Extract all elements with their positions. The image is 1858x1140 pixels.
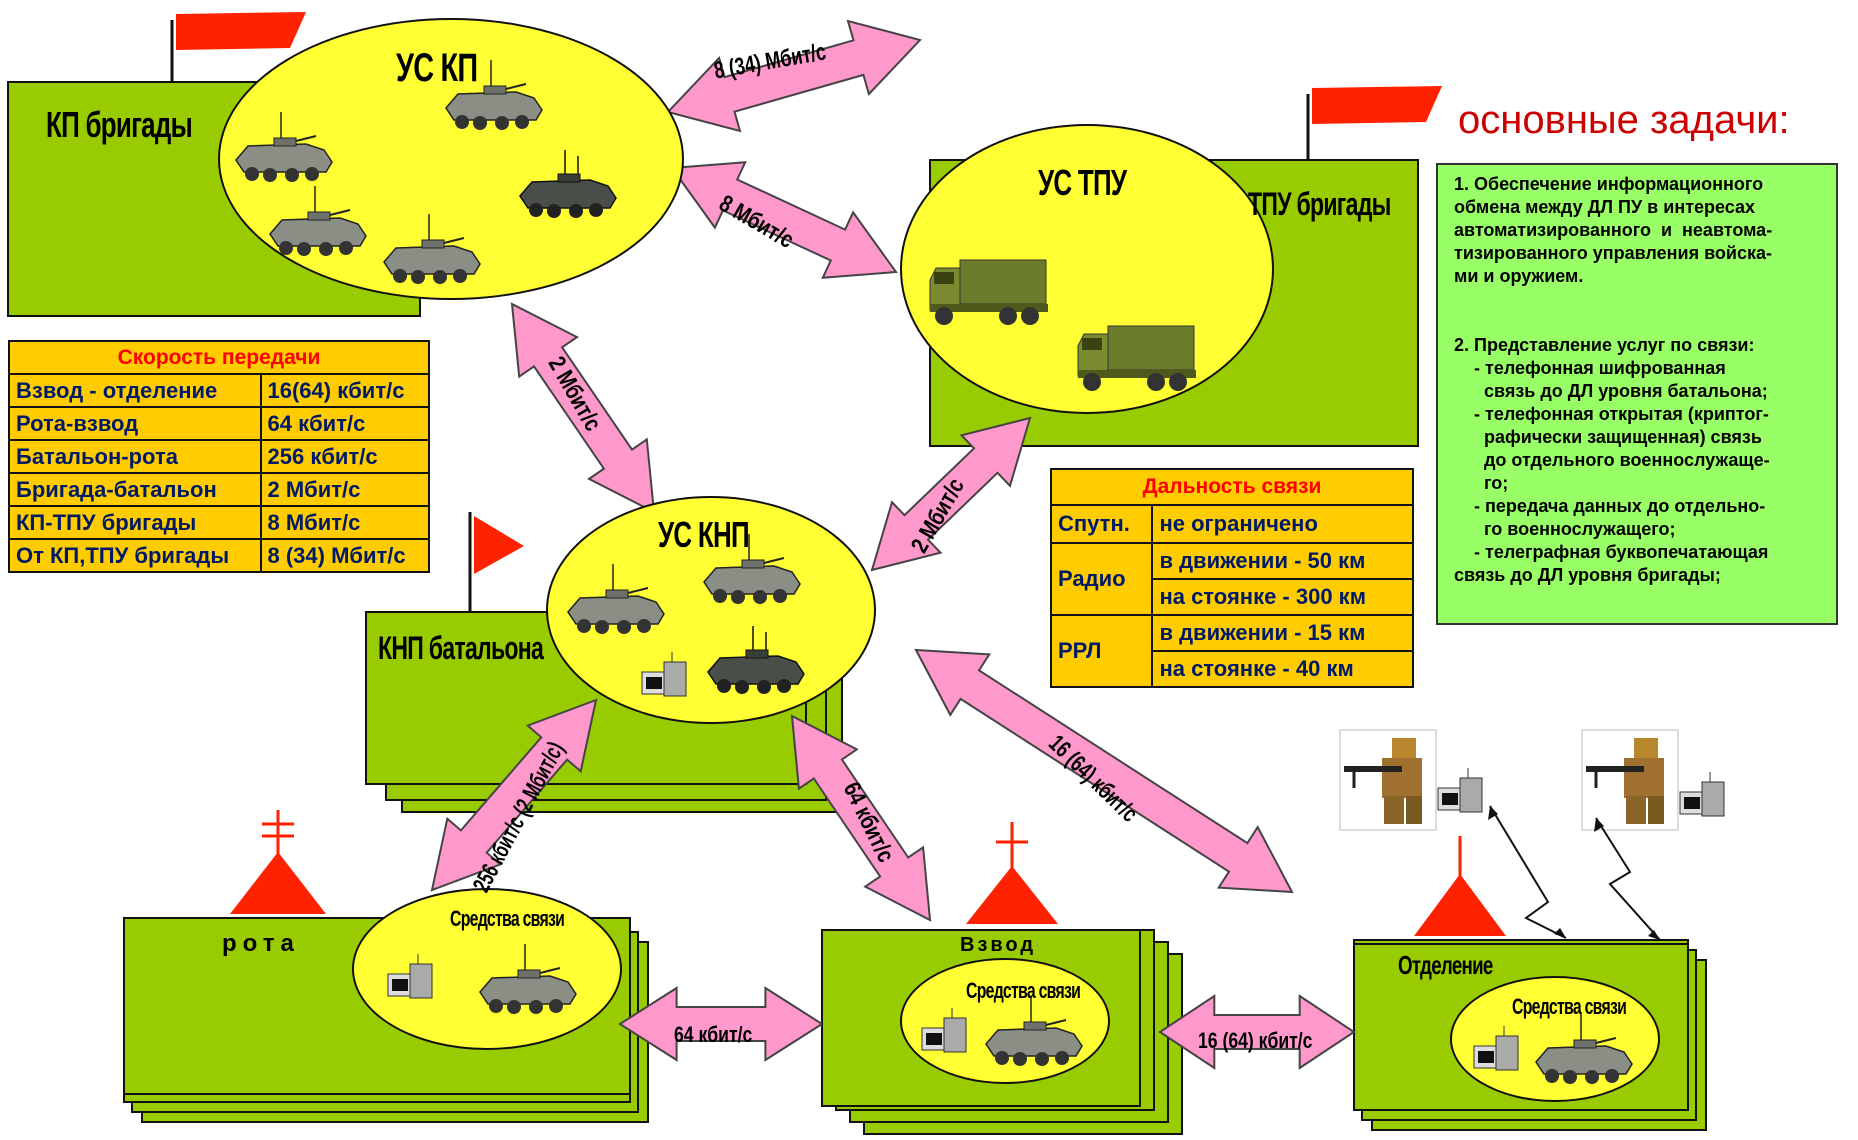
tasks-line: тизированного управления войска- <box>1454 243 1772 263</box>
tasks-box: 1. Обеспечение информационного обмена ме… <box>1436 163 1838 625</box>
tasks-line <box>1454 311 1826 334</box>
speed-table-title: Скорость передачи <box>8 340 430 375</box>
node-us-tpu-label: УС ТПУ <box>1038 162 1127 203</box>
node-rota-comms: Средства связи <box>352 888 622 1050</box>
node-vzvod-comms: Средства связи <box>900 958 1110 1084</box>
frame-kp-label: КП бригады <box>46 104 193 145</box>
link-rota-vzvod-label: 64 кбит/с <box>674 1022 753 1047</box>
link-knp-otd-arrow <box>914 648 1294 894</box>
node-otd-comms-label: Средства связи <box>1512 994 1627 1019</box>
table-row: на стоянке - 300 км <box>1051 578 1414 616</box>
range-table-title: Дальность связи <box>1050 468 1414 506</box>
link-knp-vzvod-arrow <box>790 714 932 922</box>
tasks-line: - передача данных до отдельно- <box>1454 496 1766 516</box>
frame-otd-label: Отделение <box>1398 950 1493 980</box>
tasks-line: рафически защищенная) связь <box>1454 427 1762 447</box>
tasks-line: 2. Представление услуг по связи: <box>1454 335 1755 355</box>
node-us-kp-label: УС КП <box>396 46 478 90</box>
link-rota-vzvod-arrow <box>618 986 824 1062</box>
node-us-kp: УС КП <box>218 18 684 300</box>
tasks-line: до отдельного военнослужаще- <box>1454 450 1770 470</box>
link-kp-tpu-arrow <box>670 161 898 279</box>
frame-rota-label: рота <box>222 930 300 957</box>
frame-tpu-label: ТПУ бригады <box>1248 186 1391 222</box>
range-table: Дальность связи Спутн.не ограничено Ради… <box>1049 468 1414 688</box>
tasks-line <box>1454 288 1826 311</box>
frame-vzvod-label: Взвод <box>960 934 1037 956</box>
tasks-line: ми и оружием. <box>1454 266 1584 286</box>
tasks-line: - телефонная шифрованная <box>1454 358 1726 378</box>
tasks-line: - телеграфная буквопечатающая <box>1454 542 1769 562</box>
node-us-tpu: УС ТПУ <box>900 124 1274 414</box>
frame-knp-label: КНП батальона <box>378 630 544 666</box>
tasks-line: связь до ДЛ уровня бригады; <box>1454 565 1721 585</box>
tasks-title: основные задачи: <box>1458 98 1790 142</box>
link-kp-out-arrow <box>666 19 922 133</box>
tasks-line: связь до ДЛ уровня батальона; <box>1454 381 1768 401</box>
table-row: на стоянке - 40 км <box>1051 650 1414 688</box>
link-knp-rota-arrow <box>430 698 598 892</box>
link-vzvod-otd-label: 16 (64) кбит/с <box>1198 1028 1313 1053</box>
link-vzvod-otd-arrow <box>1158 994 1356 1070</box>
node-otd-comms: Средства связи <box>1450 976 1660 1102</box>
tasks-line: 1. Обеспечение информационного <box>1454 174 1764 194</box>
node-us-knp: УС КНП <box>546 496 876 724</box>
tasks-line: - телефонная открытая (криптог- <box>1454 404 1769 424</box>
table-row: Спутн.не ограничено <box>1049 504 1414 544</box>
node-rota-comms-label: Средства связи <box>450 906 565 931</box>
link-tpu-knp-arrow <box>870 416 1032 572</box>
node-us-knp-label: УС КНП <box>658 514 750 555</box>
node-vzvod-comms-label: Средства связи <box>966 978 1081 1003</box>
tasks-line: автоматизированного и неавтома- <box>1454 220 1773 240</box>
tasks-line: обмена между ДЛ ПУ в интересах <box>1454 197 1756 217</box>
tasks-line: го военнослужащего; <box>1454 519 1676 539</box>
tasks-line: го; <box>1454 473 1509 493</box>
